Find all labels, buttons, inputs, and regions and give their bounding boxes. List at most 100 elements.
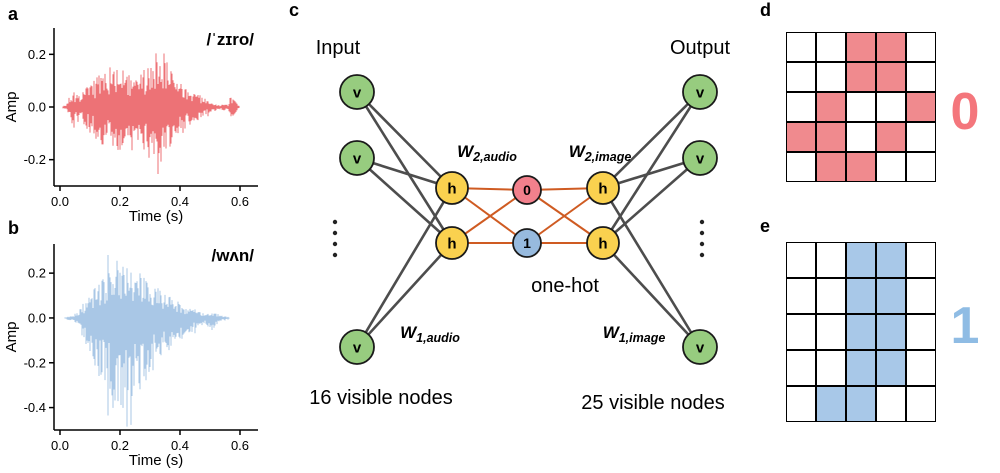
filled-cell <box>846 386 876 422</box>
onehot-one-node <box>512 228 542 258</box>
x-axis-label: Time (s) <box>129 452 183 469</box>
panel-label-e: e <box>760 216 771 236</box>
edge <box>602 157 701 244</box>
ellipsis-dot <box>332 219 338 225</box>
y-tick-label: -0.2 <box>24 152 46 167</box>
y-tick-label: 0.0 <box>28 100 46 115</box>
filled-cell <box>816 386 846 422</box>
ellipsis-dot <box>699 230 705 236</box>
input-label: Input <box>316 37 361 59</box>
empty-cell <box>846 122 876 152</box>
empty-cell <box>906 314 936 350</box>
w2-audio-label: W2,audio <box>457 142 517 164</box>
empty-cell <box>876 92 906 122</box>
x-tick-label: 0.2 <box>111 438 129 453</box>
edge <box>356 157 453 244</box>
empty-cell <box>786 386 816 422</box>
hidden-node <box>586 171 620 205</box>
visible-node <box>339 140 375 176</box>
ellipsis-dot <box>332 241 338 247</box>
visible-node <box>682 140 718 176</box>
y-tick-label: -0.2 <box>24 355 46 370</box>
empty-cell <box>816 62 846 92</box>
output-label: Output <box>670 37 730 59</box>
y-tick-label: 0.2 <box>28 47 46 62</box>
empty-cell <box>786 350 816 386</box>
hidden-node-label: h <box>447 235 456 252</box>
ellipsis-dot <box>699 252 705 258</box>
empty-cell <box>906 278 936 314</box>
filled-cell <box>846 278 876 314</box>
empty-cell <box>876 386 906 422</box>
y-tick-label: 0.0 <box>28 310 46 325</box>
empty-cell <box>786 92 816 122</box>
y-axis-label: Amp <box>3 92 20 123</box>
edge <box>355 91 454 244</box>
filled-cell <box>846 350 876 386</box>
visible-node-label: v <box>353 150 362 167</box>
edge <box>355 187 454 348</box>
empty-cell <box>906 386 936 422</box>
onehot-zero-node <box>512 175 542 205</box>
waveform-path <box>64 255 230 427</box>
panel-label-b: b <box>8 218 19 238</box>
filled-cell <box>846 32 876 62</box>
x-axis-label: Time (s) <box>129 208 183 225</box>
x-tick-label: 0.6 <box>231 438 249 453</box>
empty-cell <box>906 152 936 182</box>
right-visible-count: 25 visible nodes <box>581 392 724 414</box>
empty-cell <box>906 62 936 92</box>
empty-cell <box>846 92 876 122</box>
empty-cell <box>786 278 816 314</box>
filled-cell <box>816 92 846 122</box>
visible-node <box>339 329 375 365</box>
filled-cell <box>846 242 876 278</box>
empty-cell <box>906 122 936 152</box>
empty-cell <box>786 314 816 350</box>
filled-cell <box>876 32 906 62</box>
edge <box>356 91 453 189</box>
w1-audio-label: W1,audio <box>400 323 460 345</box>
filled-cell <box>876 242 906 278</box>
filled-cell <box>876 278 906 314</box>
phoneme-annotation: /wʌn/ <box>211 246 254 265</box>
visible-node <box>339 74 375 110</box>
empty-cell <box>906 242 936 278</box>
ellipsis-dot <box>699 241 705 247</box>
waveform-path <box>62 53 240 174</box>
digit-zero-grid <box>786 32 936 182</box>
w1-image-label: W1,image <box>603 323 666 345</box>
visible-node-label: v <box>353 84 362 101</box>
visible-node-label: v <box>353 339 362 356</box>
y-tick-label: -0.4 <box>24 400 46 415</box>
edge <box>602 91 701 189</box>
ellipsis-dot <box>699 219 705 225</box>
one-hot-label: one-hot <box>531 275 599 297</box>
x-tick-label: 0.4 <box>171 438 189 453</box>
empty-cell <box>906 350 936 386</box>
hidden-node <box>435 226 469 260</box>
empty-cell <box>816 278 846 314</box>
empty-cell <box>876 152 906 182</box>
y-axis-label: Amp <box>3 322 20 353</box>
empty-cell <box>786 62 816 92</box>
panel-label-c: c <box>289 0 300 20</box>
filled-cell <box>876 350 906 386</box>
ellipsis-dot <box>332 230 338 236</box>
filled-cell <box>876 62 906 92</box>
onehot-zero-node-label: 0 <box>523 182 531 198</box>
edge <box>356 242 453 348</box>
edge <box>602 242 701 348</box>
panel-label-d: d <box>760 0 771 20</box>
empty-cell <box>786 152 816 182</box>
empty-cell <box>816 350 846 386</box>
x-tick-label: 0.6 <box>231 194 249 209</box>
panel-label-a: a <box>8 4 19 24</box>
phoneme-annotation: /ˈzɪro/ <box>207 30 255 49</box>
edge <box>601 187 702 348</box>
w2-image-label: W2,image <box>569 142 632 164</box>
